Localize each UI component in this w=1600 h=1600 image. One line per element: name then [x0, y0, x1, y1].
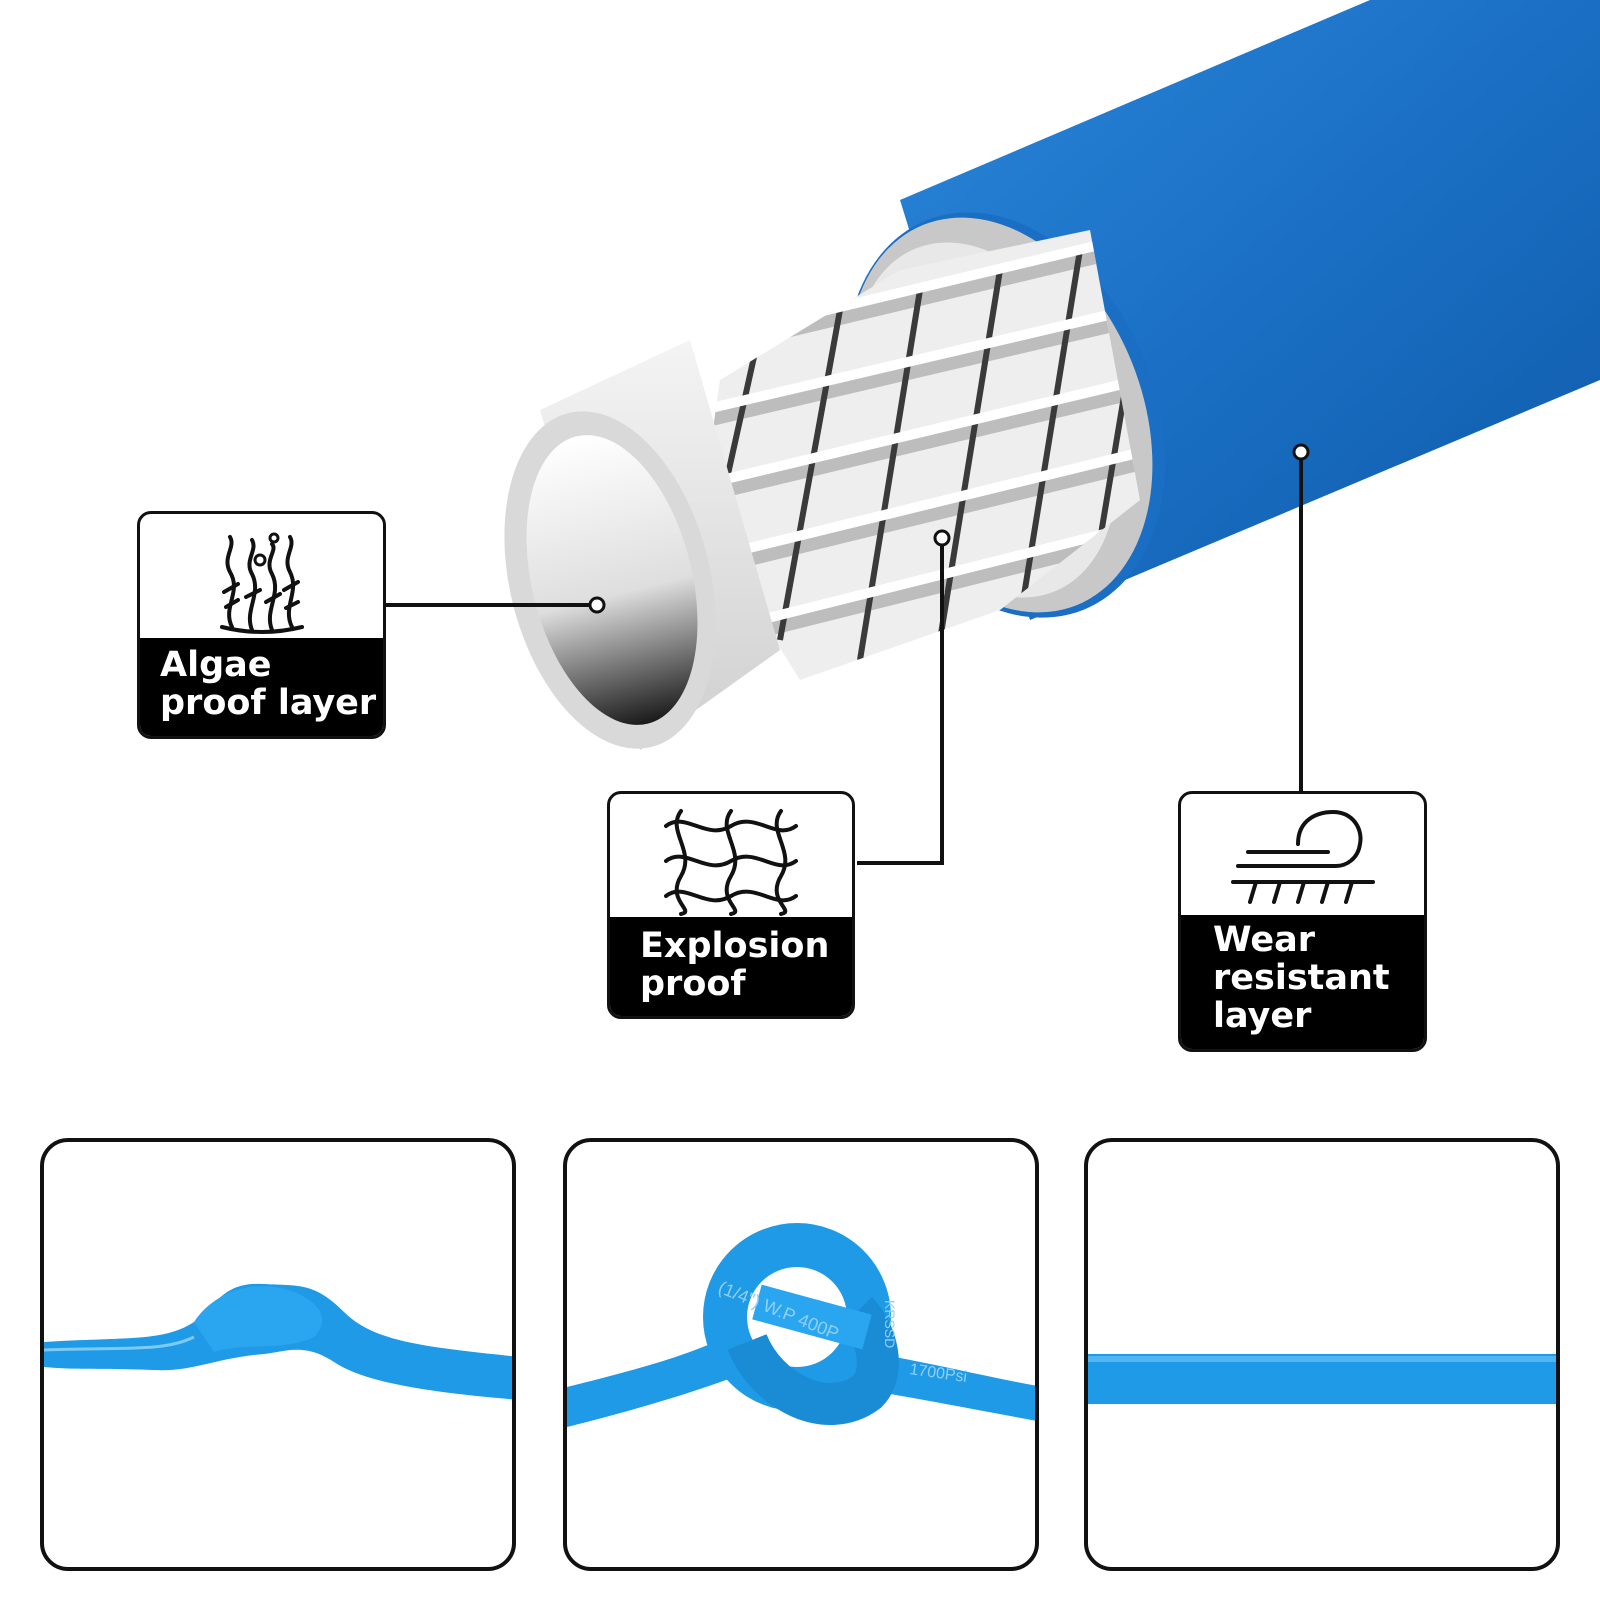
feature-label-wear: Wear resistant layer [1181, 915, 1424, 1049]
feature-card-algae-proof: Algae proof layer [137, 511, 386, 739]
feature-label-algae: Algae proof layer [140, 638, 383, 736]
feature-label-explosion: Explosion proof [610, 917, 852, 1016]
twisted-hose-photo [40, 1138, 516, 1571]
knotted-hose [567, 1332, 747, 1427]
callout-dot-algae [588, 596, 606, 614]
hose-cutaway-illustration [386, 0, 1600, 865]
knotted-hose-photo: (1/4") W.P 400P KRSSD 1700Psi [563, 1138, 1039, 1571]
inner-tube-bore [526, 435, 698, 725]
mesh-net-icon [664, 809, 798, 916]
feature-card-wear-resistant: Wear resistant layer [1178, 791, 1427, 1052]
hose-brand-text: KRSSD [882, 1300, 898, 1348]
straight-hose [1088, 1354, 1556, 1404]
callout-lines [386, 452, 1303, 865]
callout-dot-explosion [933, 529, 951, 547]
algae-icon [219, 532, 304, 634]
feature-card-explosion-proof: Explosion proof [607, 791, 855, 1019]
straight-hose-photo [1084, 1138, 1560, 1571]
callout-dot-wear [1292, 443, 1310, 461]
wear-resistance-icon [1230, 809, 1375, 904]
